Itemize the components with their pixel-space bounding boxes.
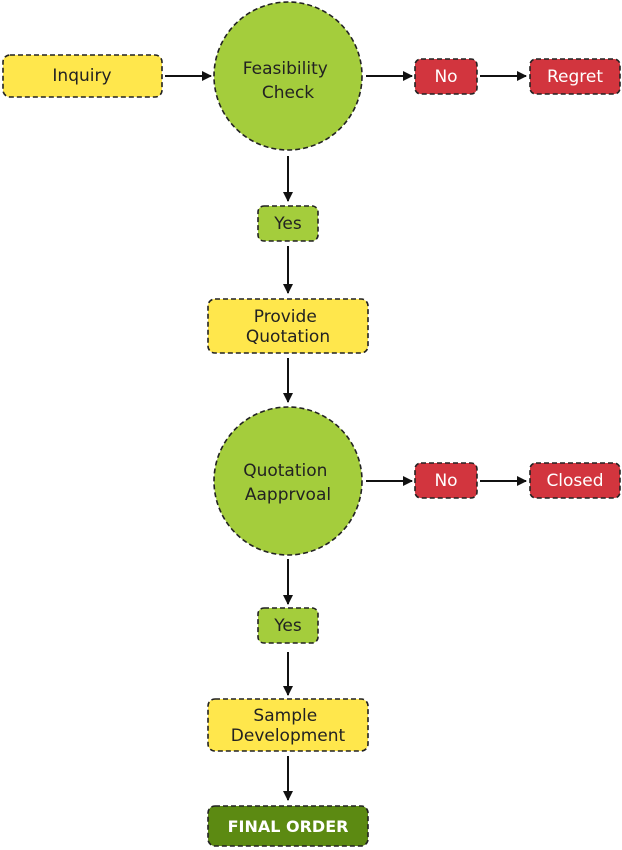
node-no-2: No: [414, 462, 478, 499]
svg-text:Feasibility Check: Feasibility Check: [243, 59, 333, 103]
node-closed: Closed: [529, 462, 621, 499]
node-sample-development: Sample Development: [207, 698, 369, 752]
feasibility-label-line1: Feasibility: [243, 59, 328, 79]
sample-development-line1: Sample: [253, 706, 317, 726]
approval-label-line1: Quotation: [243, 461, 327, 481]
node-inquiry: Inquiry: [2, 54, 163, 98]
no-2-label: No: [434, 471, 457, 491]
svg-text:Quotation Aapprvoal: Quotation Aapprvoal: [243, 461, 333, 505]
sample-development-line2: Development: [231, 726, 346, 746]
approval-label-line2: Aapprvoal: [245, 485, 331, 505]
feasibility-label-line2: Check: [262, 83, 314, 103]
node-regret: Regret: [529, 58, 621, 95]
final-order-label: FINAL ORDER: [228, 817, 349, 836]
regret-label: Regret: [547, 67, 603, 87]
node-yes-1: Yes: [257, 205, 319, 242]
node-final-order: FINAL ORDER: [207, 805, 369, 847]
node-no-1: No: [414, 58, 478, 95]
node-yes-2: Yes: [257, 607, 319, 644]
node-quotation-approval: Quotation Aapprvoal: [213, 406, 363, 556]
no-1-label: No: [434, 67, 457, 87]
provide-quotation-line1: Provide: [254, 307, 317, 327]
provide-quotation-line2: Quotation: [246, 327, 330, 347]
inquiry-label: Inquiry: [52, 66, 111, 86]
closed-label: Closed: [546, 471, 603, 491]
node-feasibility-check: Feasibility Check: [213, 1, 363, 151]
yes-1-label: Yes: [273, 214, 302, 234]
svg-text:Sample Development: Sample Development: [231, 706, 346, 746]
yes-2-label: Yes: [273, 616, 302, 636]
node-provide-quotation: Provide Quotation: [207, 298, 369, 354]
svg-text:Provide Quotation: Provide Quotation: [246, 307, 330, 347]
